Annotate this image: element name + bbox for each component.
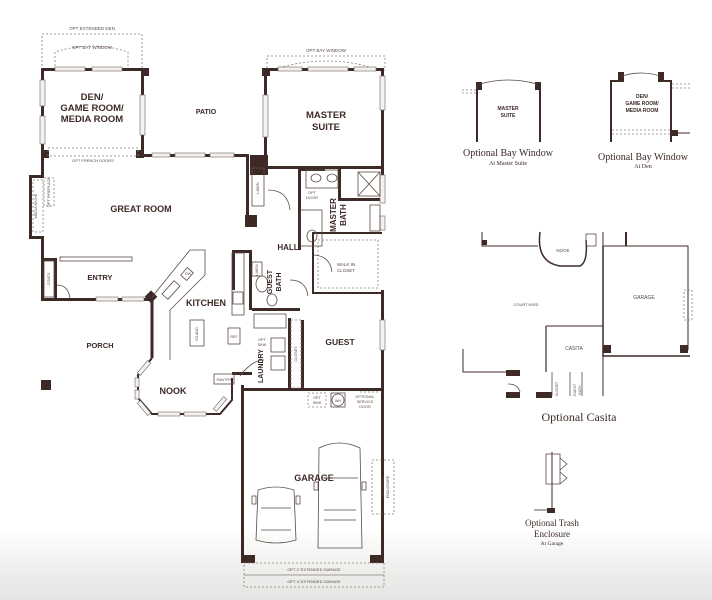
opt-2-extended-garage-label: OPT 2' EXTENDED GARAGE xyxy=(287,567,341,572)
service-door-line1: OPTIONAL xyxy=(355,395,374,399)
annotations: OPT FRENCH DOORS MEDIA NICHE OPT FIREPLA… xyxy=(34,158,390,584)
hall-label: HALL xyxy=(277,243,298,252)
kitchen-label: KITCHEN xyxy=(186,298,226,308)
bay-den-room-line1: DEN/ xyxy=(636,94,649,100)
casita-guest-bath-line2: BATH xyxy=(578,385,582,395)
great-room-label: GREAT ROOM xyxy=(110,204,171,214)
walls xyxy=(29,68,384,563)
refrigerator-label: REF xyxy=(230,335,238,339)
car-small xyxy=(251,486,301,544)
den-label-line2: GAME ROOM/ xyxy=(60,103,124,114)
dishwasher-label: DW xyxy=(185,272,192,276)
casita-closet-label: CLOSET xyxy=(555,381,559,396)
bay-den-room-line2: GAME ROOM/ xyxy=(625,101,659,107)
opt-door-label-line1: OPT xyxy=(308,190,317,195)
opt-fireplace-label: OPT FIREPLACE xyxy=(47,177,51,207)
guest-label: GUEST xyxy=(325,337,355,347)
garage-opt-sink-line1: OPT xyxy=(313,396,321,400)
casita-garage-label: GARAGE xyxy=(633,295,655,301)
water-heater-label: WH xyxy=(335,399,342,403)
casita-casita-label: CASITA xyxy=(565,346,583,352)
island-label: ISLAND xyxy=(195,327,199,341)
trash-subtitle: At Garage xyxy=(541,541,564,547)
laundry-label: LAUNDRY xyxy=(258,349,265,383)
windows xyxy=(39,66,386,417)
trash-enclosure-line1: OPT TRASH xyxy=(381,476,385,497)
porch-label: PORCH xyxy=(86,341,113,350)
trash-enclosure-line2: ENCLOSURE xyxy=(386,475,390,498)
walk-in-closet-label-line1: WALK IN xyxy=(337,262,355,267)
master-suite-label-line2: SUITE xyxy=(312,122,340,133)
linen-hall-label: LINEN xyxy=(256,182,260,193)
master-bath-label-line1: MASTER xyxy=(329,198,338,232)
casita-title: Optional Casita xyxy=(542,410,618,424)
den-label-line1: DEN/ xyxy=(81,92,104,103)
bay-master-room-line2: SUITE xyxy=(501,113,516,119)
guest-bath-label-line2: BATH xyxy=(276,273,283,292)
den-label-line3: MEDIA ROOM xyxy=(61,114,124,125)
bay-den-title: Optional Bay Window xyxy=(598,152,689,163)
opt-bay-window-den-label: OPT BAY WINDOW xyxy=(72,45,113,50)
master-suite-label-line1: MASTER xyxy=(306,110,346,121)
opt-french-doors-label: OPT FRENCH DOORS xyxy=(72,158,114,163)
nook-label: NOOK xyxy=(160,386,188,396)
linen-bath-label: LINEN xyxy=(255,264,259,275)
guest-bath-label-line1: GUEST xyxy=(267,269,274,294)
opt-sink-label-line1: OPT xyxy=(258,338,266,342)
bay-master-title: Optional Bay Window xyxy=(463,148,554,159)
opt-bay-window-master-label: OPT BAY WINDOW xyxy=(306,48,347,53)
car-truck xyxy=(313,442,367,549)
opt-extended-den-label: OPT EXTENDED DEN xyxy=(69,26,115,31)
option-bay-window-master: MASTER SUITE Optional Bay Window At Mast… xyxy=(462,79,554,167)
garage-opt-sink-line2: SINK xyxy=(313,401,322,405)
coats-label: COATS xyxy=(47,272,51,285)
opt-door-label-line2: DOOR xyxy=(306,195,318,200)
closet-label: CLOSET xyxy=(294,346,298,362)
trash-title-line1: Optional Trash xyxy=(525,518,579,528)
service-door-line2: SERVICE xyxy=(357,400,374,404)
entry-label: ENTRY xyxy=(87,273,112,282)
patio-label: PATIO xyxy=(196,109,217,116)
pantry-label: PANTRY xyxy=(216,378,232,382)
option-casita: NOOK COURTYARD GARAGE CASITA CLOSET GUES… xyxy=(462,231,693,424)
opt-bay-window-master-outline: OPT BAY WINDOW xyxy=(266,48,386,71)
casita-nook-label: NOOK xyxy=(556,248,569,253)
master-bath-label-line2: BATH xyxy=(339,204,348,226)
bay-master-room-line1: MASTER xyxy=(497,106,519,112)
option-trash-enclosure: Optional Trash Enclosure At Garage xyxy=(525,452,579,547)
garage-label: GARAGE xyxy=(294,473,334,483)
bay-den-room-line3: MEDIA ROOM xyxy=(626,108,659,114)
opt-4-extended-garage-label: OPT 4' EXTENDED GARAGE xyxy=(287,579,341,584)
walk-in-closet-label-line2: CLOSET xyxy=(337,268,355,273)
opt-extended-den-outline: OPT EXTENDED DEN OPT BAY WINDOW xyxy=(41,26,143,71)
room-labels: DEN/ GAME ROOM/ MEDIA ROOM PATIO MASTER … xyxy=(60,92,355,483)
opt-sink-label-line2: SINK xyxy=(258,343,267,347)
casita-guest-bath-line1: GUEST xyxy=(573,383,577,396)
service-door-line3: DOOR xyxy=(359,405,371,409)
media-niche-label: MEDIA NICHE xyxy=(34,193,38,218)
bay-den-subtitle: At Den xyxy=(634,164,652,170)
casita-courtyard-label: COURTYARD xyxy=(514,302,539,307)
option-bay-window-den: DEN/ GAME ROOM/ MEDIA ROOM Optional Bay … xyxy=(598,72,690,170)
fixtures xyxy=(32,147,395,588)
trash-title-line2: Enclosure xyxy=(534,529,570,539)
bay-master-subtitle: At Master Suite xyxy=(489,161,527,167)
